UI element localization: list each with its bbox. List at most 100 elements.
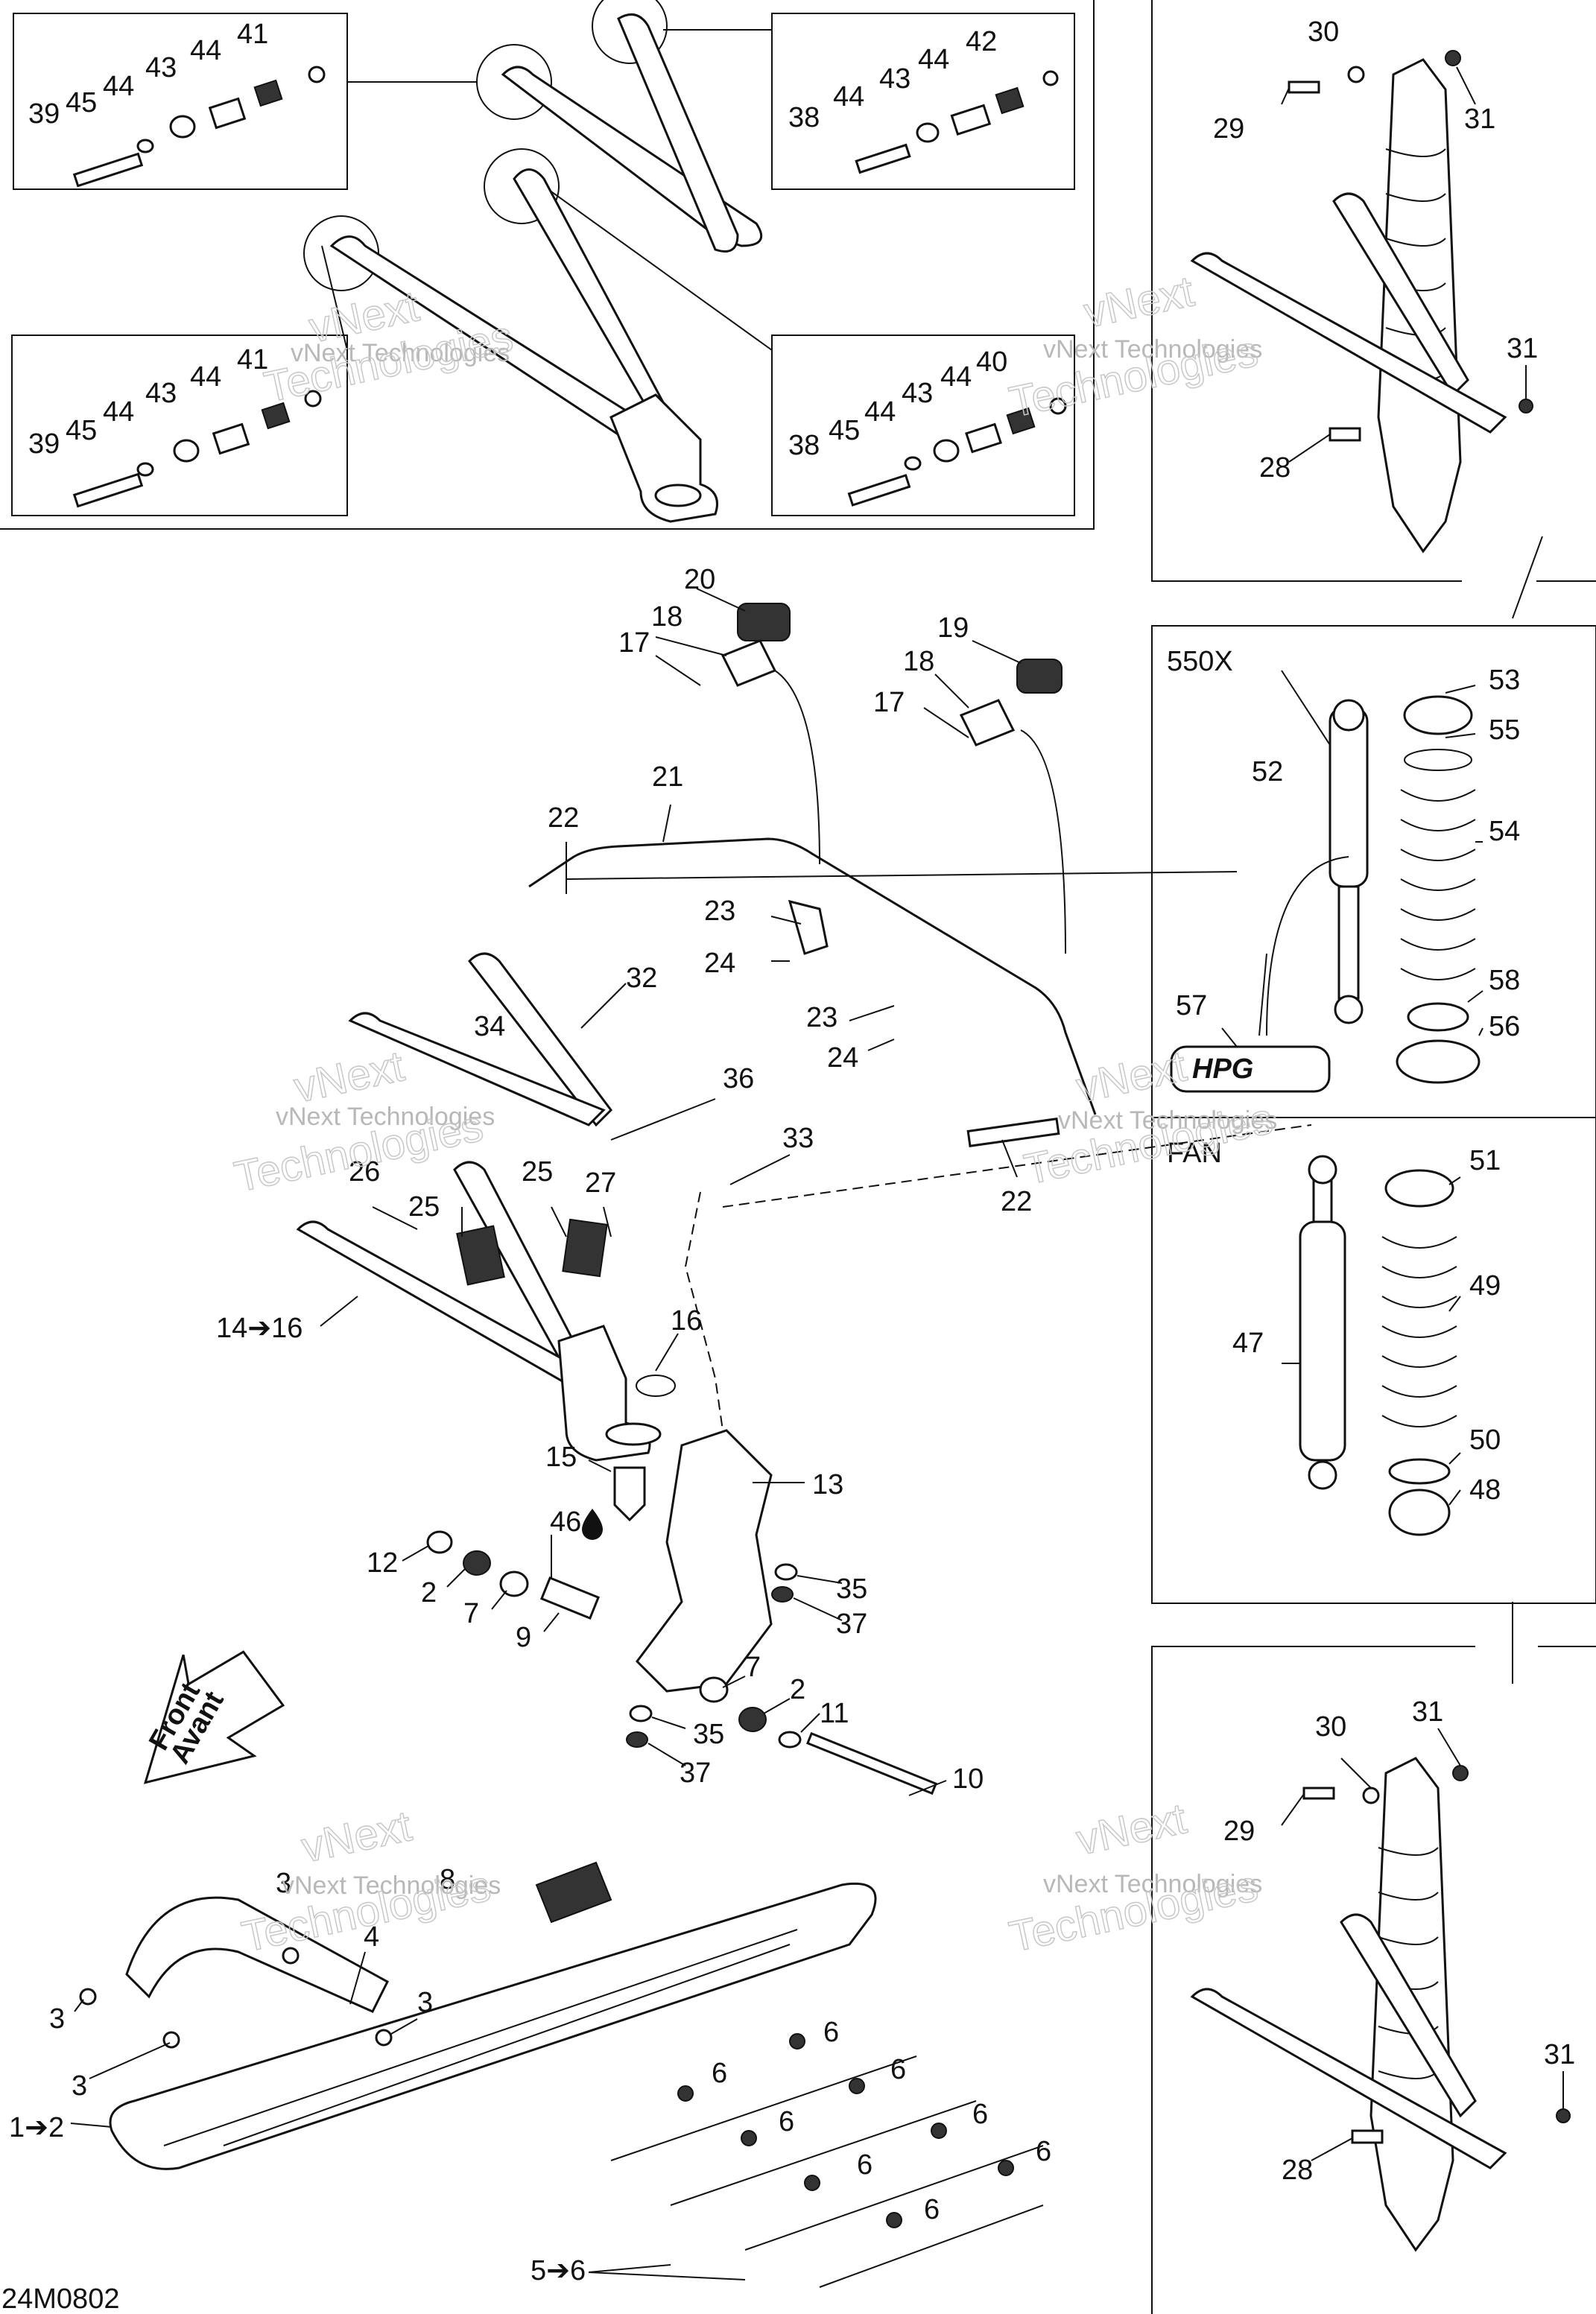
detail-box-mid-left	[11, 335, 348, 516]
callout-9: 9	[516, 1622, 531, 1653]
callout-56: 56	[1489, 1011, 1520, 1042]
shock-550x-parts: HPG	[1170, 695, 1481, 1093]
callout-44-h: 44	[940, 361, 972, 393]
callout-3-d: 3	[72, 2070, 87, 2102]
callout-39-a: 39	[28, 98, 60, 130]
callout-11: 11	[820, 1698, 849, 1729]
drawing-code: 24M0802	[1, 2283, 119, 2314]
sway-bar-assembly	[528, 603, 1238, 1147]
callout-44-a: 44	[103, 71, 134, 102]
callout-37-a: 37	[836, 1608, 867, 1640]
callout-58: 58	[1489, 965, 1520, 996]
callout-48: 48	[1469, 1474, 1501, 1506]
callout-18-a: 18	[651, 601, 683, 633]
spring-49	[1381, 1236, 1457, 1427]
callout-40: 40	[976, 346, 1007, 378]
callout-45-a: 45	[66, 87, 97, 118]
callout-34: 34	[474, 1011, 505, 1042]
hardware-set-top-left	[72, 66, 326, 188]
callout-41-b: 41	[237, 344, 268, 375]
callout-17-b: 17	[873, 687, 905, 718]
callout-31-c: 31	[1412, 1696, 1443, 1728]
callout-37-b: 37	[680, 1757, 711, 1789]
callout-44-e: 44	[103, 396, 134, 428]
callout-10: 10	[952, 1763, 984, 1795]
callout-47: 47	[1232, 1328, 1264, 1359]
callout-39-b: 39	[28, 428, 60, 460]
shock-47	[1299, 1220, 1346, 1462]
watermark-2: vNext Technologies	[1043, 335, 1262, 364]
callout-49: 49	[1469, 1270, 1501, 1302]
spring-54	[1400, 789, 1476, 980]
callout-44-g: 44	[864, 396, 896, 428]
callout-6-a: 6	[823, 2017, 839, 2048]
front-suspension-arms	[296, 952, 1312, 1693]
callout-25-b: 25	[522, 1156, 553, 1188]
callout-51: 51	[1469, 1145, 1501, 1176]
callout-45-c: 45	[829, 415, 860, 446]
callout-22-a: 22	[548, 802, 579, 834]
callout-43-d: 43	[902, 378, 933, 409]
callout-3-a: 3	[276, 1868, 291, 1899]
callout-43-a: 43	[145, 52, 177, 83]
shock-assembly-bottom-right	[1190, 1757, 1571, 2252]
hpg-logo	[1170, 1045, 1331, 1093]
callout-35-a: 35	[836, 1573, 867, 1605]
callout-7-a: 7	[463, 1598, 479, 1629]
callout-31-b: 31	[1507, 333, 1538, 364]
callout-6-e: 6	[972, 2099, 988, 2130]
ski-wear-pad-8	[535, 1861, 612, 1924]
callout-14-16: 14➔16	[216, 1313, 303, 1344]
callout-55: 55	[1489, 714, 1520, 746]
watermark-small-6: vNext	[1072, 1794, 1191, 1864]
callout-26: 26	[349, 1156, 380, 1188]
callout-7-b: 7	[745, 1652, 761, 1683]
hardware-set-top-right	[855, 70, 1059, 174]
callout-22-b: 22	[1001, 1186, 1032, 1217]
ski-1	[109, 1882, 877, 2170]
callout-18-b: 18	[903, 646, 934, 677]
spring-retainer-51	[1384, 1169, 1454, 1208]
callout-6-d: 6	[779, 2106, 794, 2137]
callout-29-b: 29	[1223, 1816, 1255, 1847]
callout-50: 50	[1469, 1424, 1501, 1456]
callout-52: 52	[1252, 756, 1283, 787]
detail-box-top-right	[771, 13, 1075, 190]
callout-23-a: 23	[704, 896, 735, 927]
sway-bar-bushing-19	[1016, 659, 1063, 694]
callout-44-f: 44	[190, 361, 221, 393]
hardware-set-mid-left	[72, 390, 322, 508]
callout-43-c: 43	[145, 378, 177, 409]
callout-13: 13	[812, 1469, 843, 1500]
callout-16: 16	[671, 1305, 702, 1337]
callout-6-b: 6	[890, 2054, 906, 2085]
hardware-set-mid-right	[847, 397, 1067, 507]
callout-28-b: 28	[1282, 2155, 1313, 2186]
callout-6-f: 6	[1036, 2136, 1051, 2167]
callout-30-b: 30	[1315, 1711, 1346, 1743]
watermark-6: vNext Technologies	[1043, 1870, 1262, 1898]
ski-handle-4	[125, 1896, 389, 2013]
ball-joint-15	[613, 1466, 646, 1522]
callout-25-a: 25	[408, 1191, 440, 1223]
watermark-1: vNext Technologies	[291, 339, 510, 367]
callout-27: 27	[585, 1167, 616, 1199]
callout-29-a: 29	[1213, 113, 1244, 145]
callout-6-h: 6	[924, 2194, 940, 2225]
spring-retainer-53	[1403, 695, 1473, 735]
callout-38-b: 38	[788, 430, 820, 461]
callout-3-c: 3	[49, 2003, 65, 2035]
spring-seat-56	[1396, 1039, 1481, 1084]
callout-6-g: 6	[857, 2149, 873, 2181]
callout-31-d: 31	[1544, 2039, 1575, 2070]
callout-3-b: 3	[417, 1987, 433, 2018]
variant-box-fan	[1151, 1117, 1596, 1604]
shock-fan-parts	[1299, 1155, 1457, 1536]
callout-5-6: 5➔6	[531, 2255, 586, 2286]
callout-6-c: 6	[712, 2058, 727, 2089]
hpg-logo-text: HPG	[1192, 1053, 1253, 1085]
callout-32: 32	[626, 963, 657, 994]
callout-31-a: 31	[1464, 104, 1495, 135]
grease-drop-icon	[582, 1509, 603, 1540]
